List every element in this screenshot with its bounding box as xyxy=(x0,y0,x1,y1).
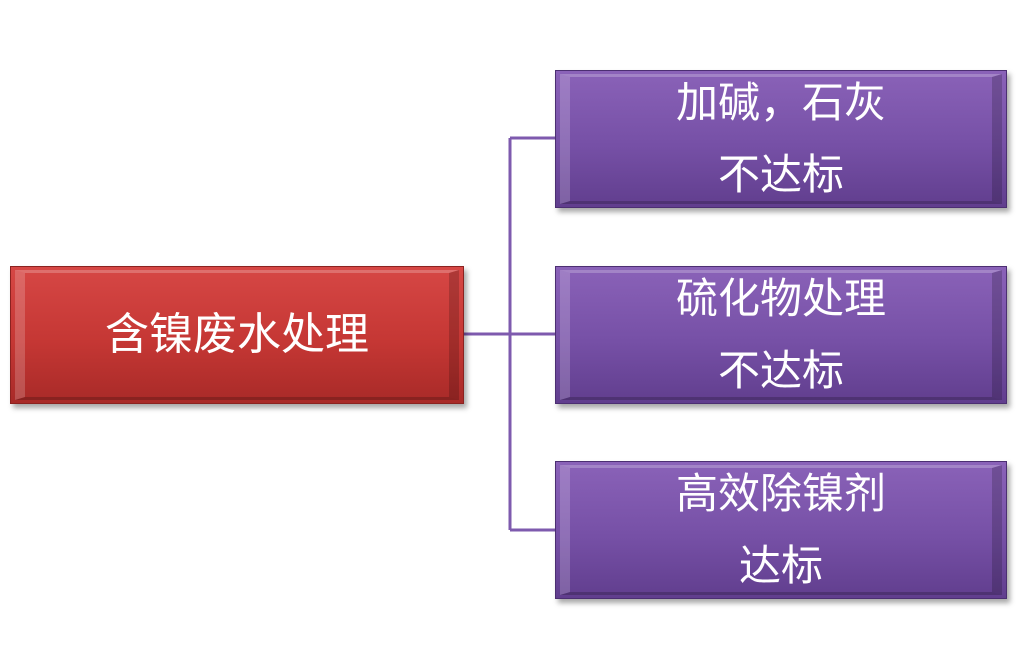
branch-node-sulfide: 硫化物处理 不达标 xyxy=(555,266,1007,404)
branch-result-label: 达标 xyxy=(738,541,823,590)
branch-result-label: 不达标 xyxy=(717,346,844,395)
branch-method-label: 加碱，石灰 xyxy=(675,78,886,127)
root-label: 含镍废水处理 xyxy=(105,308,369,360)
root-node: 含镍废水处理 xyxy=(10,266,464,404)
branch-result-label: 不达标 xyxy=(717,150,844,199)
branch-method-label: 高效除镍剂 xyxy=(675,469,886,518)
branch-node-alkali-lime: 加碱，石灰 不达标 xyxy=(555,70,1007,208)
branch-method-label: 硫化物处理 xyxy=(675,274,886,323)
branch-node-nickel-remover: 高效除镍剂 达标 xyxy=(555,461,1007,599)
